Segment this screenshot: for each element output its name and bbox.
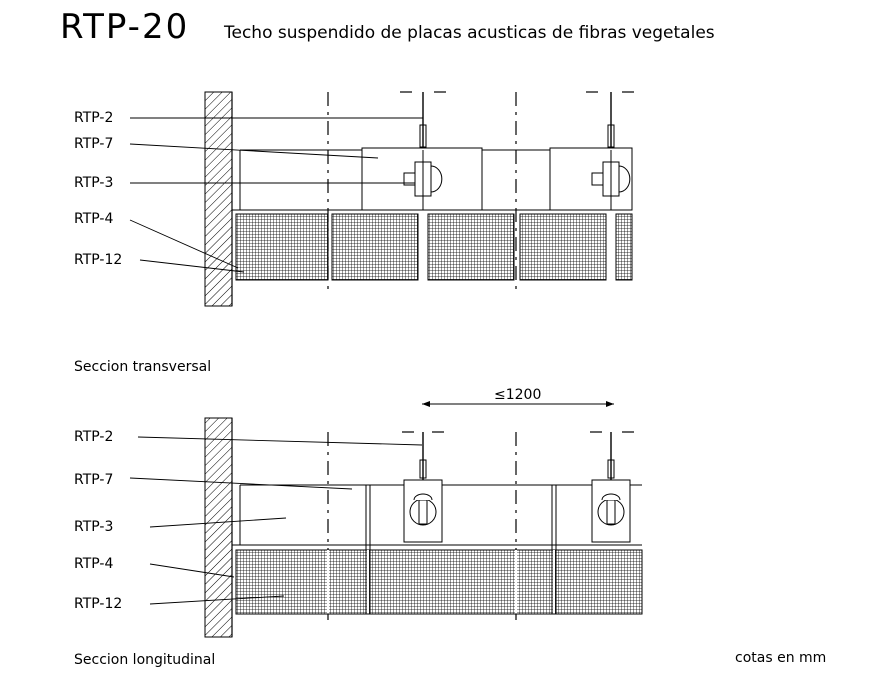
hanger-clip — [403, 479, 443, 543]
hanger-clip — [591, 479, 631, 543]
acoustic-panel — [235, 213, 329, 281]
section-longitudinal: ≤1200 — [74, 387, 643, 668]
acoustic-panel — [331, 213, 419, 281]
acoustic-panel — [615, 213, 633, 281]
dimension-label: ≤1200 — [494, 387, 541, 403]
caption-longitudinal: Seccion longitudinal — [74, 652, 215, 668]
acoustic-panel — [519, 213, 607, 281]
label-rtp-12: RTP-12 — [74, 252, 122, 268]
wall-hatch — [204, 91, 233, 307]
acoustic-panel — [427, 213, 515, 281]
label-rtp-7: RTP-7 — [74, 136, 113, 152]
label-rtp-12: RTP-12 — [74, 596, 122, 612]
label-rtp-7: RTP-7 — [74, 472, 113, 488]
drawing-title: Techo suspendido de placas acusticas de … — [223, 23, 715, 43]
label-rtp-3: RTP-3 — [74, 175, 113, 191]
label-rtp-2: RTP-2 — [74, 429, 113, 445]
label-rtp-2: RTP-2 — [74, 110, 113, 126]
hanger-clip — [591, 150, 631, 210]
label-rtp-4: RTP-4 — [74, 556, 113, 572]
drawing-code: RTP-20 — [60, 7, 189, 47]
section-transversal: RTP-2 RTP-7 RTP-3 RTP-4 RTP-12 Seccion t… — [74, 91, 634, 375]
wall-hatch — [204, 417, 233, 638]
leader-lines — [129, 436, 423, 605]
label-rtp-4: RTP-4 — [74, 211, 113, 227]
label-rtp-3: RTP-3 — [74, 519, 113, 535]
caption-transversal: Seccion transversal — [74, 359, 211, 375]
units-note: cotas en mm — [735, 650, 826, 666]
leader-lines — [129, 117, 423, 273]
hanger-clip — [403, 150, 443, 210]
acoustic-panel — [235, 549, 643, 615]
